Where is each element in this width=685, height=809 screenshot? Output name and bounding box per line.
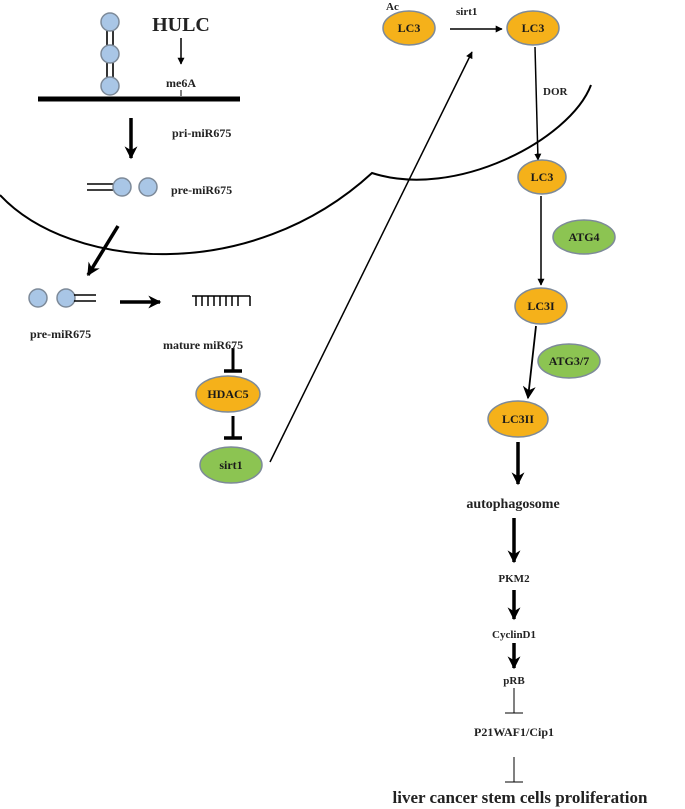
sirt1-arrow-label: sirt1 bbox=[456, 6, 477, 18]
lc3-export-arrow bbox=[534, 46, 542, 161]
node-lc3-deacetylated: LC3 bbox=[506, 10, 560, 46]
hdac5-label: HDAC5 bbox=[207, 387, 248, 401]
mature-mir-comb bbox=[192, 295, 251, 306]
pri-mir-hairpin bbox=[100, 12, 120, 96]
p21-label: P21WAF1/Cip1 bbox=[474, 725, 554, 739]
node-lc3-cytoplasm: LC3 bbox=[517, 159, 567, 195]
pre-mir-nucleus-label: pre-miR675 bbox=[171, 183, 232, 197]
node-lc3-acetylated: LC3 bbox=[382, 10, 436, 46]
pri-mir-label: pri-miR675 bbox=[172, 126, 231, 140]
outcome-label: liver cancer stem cells proliferation bbox=[393, 788, 648, 807]
mature-mir-label: mature miR675 bbox=[163, 338, 243, 352]
prb-label: pRB bbox=[503, 675, 525, 687]
pre-mir-cyto-label: pre-miR675 bbox=[30, 327, 91, 341]
dor-label: DOR bbox=[543, 86, 569, 98]
lc3-cytoplasm-label: LC3 bbox=[531, 170, 554, 184]
pkm2-label: PKM2 bbox=[498, 573, 530, 585]
pre-mir-nucleus-hairpin bbox=[87, 177, 158, 197]
pre-mir-cyto-hairpin bbox=[28, 288, 96, 308]
node-atg37: ATG3/7 bbox=[537, 343, 601, 379]
export-arrow bbox=[86, 225, 120, 277]
node-sirt1: sirt1 bbox=[199, 446, 263, 484]
node-lc3i: LC3I bbox=[514, 287, 568, 325]
atg37-label: ATG3/7 bbox=[549, 354, 589, 368]
node-lc3ii: LC3II bbox=[487, 400, 549, 438]
autophagosome-label: autophagosome bbox=[466, 497, 559, 512]
node-hdac5: HDAC5 bbox=[195, 375, 261, 413]
cyclind1-label: CyclinD1 bbox=[492, 629, 536, 641]
lc3i-label: LC3I bbox=[527, 299, 555, 313]
nuclear-membrane bbox=[0, 84, 592, 256]
node-atg4: ATG4 bbox=[552, 219, 616, 255]
ac-label: Ac bbox=[386, 1, 399, 13]
lc3i-to-lc3ii-arrow bbox=[522, 325, 537, 400]
sirt1-long-arrow bbox=[269, 51, 473, 463]
sirt1-node-label: sirt1 bbox=[219, 458, 242, 472]
hulc-label: HULC bbox=[152, 14, 210, 36]
lc3ii-label: LC3II bbox=[502, 412, 534, 426]
m6a-label: me6A bbox=[166, 76, 196, 90]
atg4-label: ATG4 bbox=[568, 230, 599, 244]
lc3-acetylated-label: LC3 bbox=[398, 21, 421, 35]
lc3-deacetylated-label: LC3 bbox=[522, 21, 545, 35]
